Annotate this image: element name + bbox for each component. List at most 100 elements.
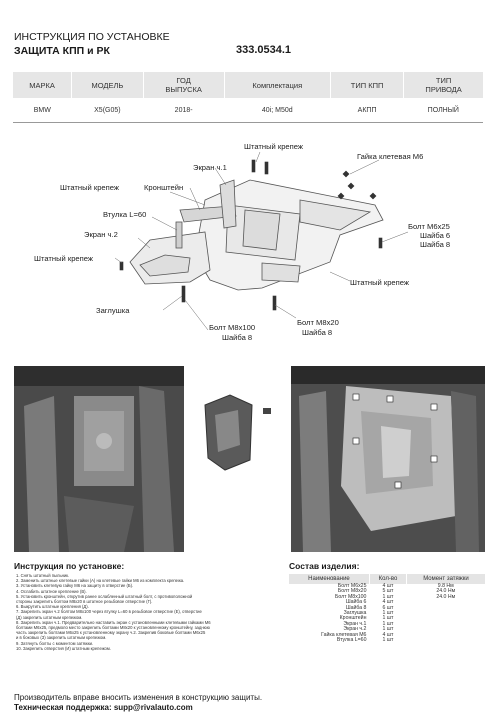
instruction-step: 10. Закрепить отверстия (И) штатным креп… — [16, 645, 111, 651]
kit-item-name: Болт М8х20 — [337, 588, 367, 595]
footer: Производитель вправе вносить изменения в… — [14, 693, 262, 712]
product-code: 333.0534.1 — [236, 44, 292, 56]
kit-header-row: Наименование Кол-во Момент затяжки — [289, 574, 485, 584]
spec-gearbox: АКПП — [330, 98, 404, 123]
kit-item-qty: 6 шт — [382, 604, 394, 611]
spec-brand: BMW — [13, 98, 72, 123]
instruction-step: и в боковых (З) закрепить штатным крепеж… — [16, 635, 107, 641]
leader-lines — [114, 151, 409, 331]
label-shaiba6: Шайба 6 — [420, 231, 450, 240]
spec-col-brand: МАРКА — [13, 72, 72, 98]
doc-title: ИНСТРУКЦИЯ ПО УСТАНОВКЕ — [14, 31, 170, 43]
instruction-step: 7. Закрепить экран ч.2 болтом М8х100 чер… — [16, 609, 202, 615]
kit-item-qty: 1 шт — [382, 637, 394, 644]
skid-plate-drawing — [129, 179, 384, 291]
instructions-title: Инструкция по установке: — [14, 561, 125, 571]
kit-item-name: Кронштейн — [339, 615, 367, 622]
instruction-step: стороны закрепить болтом М8х20 в штатное… — [16, 599, 153, 605]
kit-item-name: Болт М8х100 — [334, 593, 367, 600]
instruction-step: часть закрепить болтами М6х25 к установл… — [16, 630, 206, 636]
spec-col-model: МОДЕЛЬ — [71, 72, 144, 98]
kit-item-name: Болт М6х25 — [337, 583, 367, 589]
product-title: ЗАЩИТА КПП и РК — [14, 45, 110, 57]
spec-table: МАРКА МОДЕЛЬ ГОД ВЫПУСКА Комплектация ТИ… — [13, 72, 483, 123]
kit-item-qty: 5 шт — [382, 588, 394, 595]
label-shtat-top: Штатный крепеж — [244, 142, 304, 151]
kit-item-qty: 1 шт — [382, 610, 394, 617]
spec-data-row: BMW X5(G05) 2018- 40i; M50d АКПП ПОЛНЫЙ — [13, 98, 483, 123]
footer-disclaimer: Производитель вправе вносить изменения в… — [14, 693, 263, 702]
kit-item-name: Экран ч.1 — [343, 620, 367, 627]
label-bolt-m8-20: Болт М8х20 — [297, 318, 339, 327]
kit-col-torque: Момент затяжки — [406, 574, 485, 584]
kit-col-qty: Кол-во — [368, 574, 407, 584]
instruction-step: 5. Установить кронштейн, открутив ранее … — [16, 593, 193, 599]
kit-item-qty: 1 шт — [382, 626, 394, 633]
kit-item-name: Шайба 6 — [345, 599, 367, 606]
kit-row: Втулка L=60 1 шт — [289, 637, 485, 644]
instruction-step: 1. Снять штатный пыльник. — [16, 573, 70, 578]
spec-col-gearbox: ТИП КПП — [330, 72, 404, 98]
spec-trim: 40i; M50d — [224, 98, 331, 123]
spec-year: 2018- — [143, 98, 225, 123]
label-shaiba8-left: Шайба 8 — [222, 333, 252, 342]
kit-item-qty: 4 шт — [382, 599, 394, 606]
kit-row: Экран ч.1 1 шт — [289, 620, 485, 627]
label-shtat-right: Штатный крепеж — [350, 278, 410, 287]
fasteners — [119, 159, 383, 311]
kit-item-torque — [407, 638, 485, 643]
instruction-step: болтами М6х25, предмоло место закрепить … — [16, 625, 210, 631]
spec-model: X5(G05) — [71, 98, 144, 123]
instruction-step: 2. Заменить штатные клетевые гайки (А) н… — [16, 578, 185, 584]
kit-table: Наименование Кол-во Момент затяжки Болт … — [289, 574, 485, 643]
kit-title: Состав изделия: — [289, 561, 360, 571]
kit-item-name: Шайба 8 — [345, 604, 367, 611]
kit-item-torque: 9.8 Нм — [437, 583, 454, 589]
kit-item-name: Гайка клетевая М6 — [321, 631, 367, 638]
label-shtat-left: Штатный крепеж — [60, 183, 120, 192]
kit-col-name: Наименование — [289, 574, 370, 584]
kit-row: Гайка клетевая М6 4 шт — [289, 631, 485, 638]
spec-header-row: МАРКА МОДЕЛЬ ГОД ВЫПУСКА Комплектация ТИ… — [13, 72, 483, 98]
kit-item-qty: 1 шт — [382, 615, 394, 622]
label-kronshtein: Кронштейн — [144, 183, 183, 192]
kit-item-name: Заглушка — [343, 610, 367, 617]
label-gaika: Гайка клетевая М6 — [357, 152, 423, 161]
spec-col-trim: Комплектация — [223, 72, 331, 98]
exploded-diagram: Экран ч.1 Штатный крепеж Гайка клетевая … — [34, 142, 450, 342]
photo-underbody-installed — [291, 366, 485, 552]
instruction-step: 4. Ослабить штатное крепление (В). — [16, 588, 87, 594]
label-shtat-left2: Штатный крепеж — [34, 254, 94, 263]
spec-col-year: ГОД ВЫПУСКА — [142, 72, 225, 98]
instructions-list: 1. Снять штатный пыльник. 2. Заменить шт… — [16, 573, 274, 651]
photo-bracket-detail — [200, 390, 258, 472]
spec-col-drive: ТИП ПРИВОДА — [403, 72, 483, 98]
instruction-step: 3. Установить клетевую гайку М6 на защит… — [16, 583, 134, 589]
photo-underbody-before — [14, 366, 184, 552]
instruction-step: (Д) закрепить штатным крепежом. — [16, 614, 83, 620]
kit-row: Шайба 6 4 шт — [289, 599, 485, 606]
label-shaiba8-right: Шайба 8 — [420, 240, 450, 249]
label-vtulka: Втулка L=60 — [103, 210, 146, 219]
kit-item-qty: 1 шт — [382, 620, 394, 627]
label-ekran2: Экран ч.2 — [84, 230, 118, 239]
label-bolt-m8-100: Болт М8х100 — [209, 323, 255, 332]
diagram-labels: Экран ч.1 Штатный крепеж Гайка клетевая … — [34, 142, 450, 342]
kit-row: Кронштейн 1 шт — [289, 615, 485, 622]
label-ekran1: Экран ч.1 — [193, 163, 227, 172]
kit-row: Шайба 8 6 шт — [289, 604, 485, 611]
footer-support: Техническая поддержка: supp@rivalauto.co… — [14, 702, 193, 712]
label-bolt-m6: Болт М6х25 — [408, 222, 450, 231]
kit-item-qty: 1 шт — [382, 593, 394, 600]
kit-item-qty: 4 шт — [382, 631, 394, 638]
label-shaiba8-center: Шайба 8 — [302, 328, 332, 337]
document-header: ИНСТРУКЦИЯ ПО УСТАНОВКЕ ЗАЩИТА КПП и РК — [14, 30, 170, 58]
spec-drive: ПОЛНЫЙ — [403, 98, 483, 123]
callout-marker — [263, 408, 271, 414]
label-zaglushka: Заглушка — [96, 306, 130, 315]
kit-item-name: Втулка L=60 — [336, 637, 367, 644]
